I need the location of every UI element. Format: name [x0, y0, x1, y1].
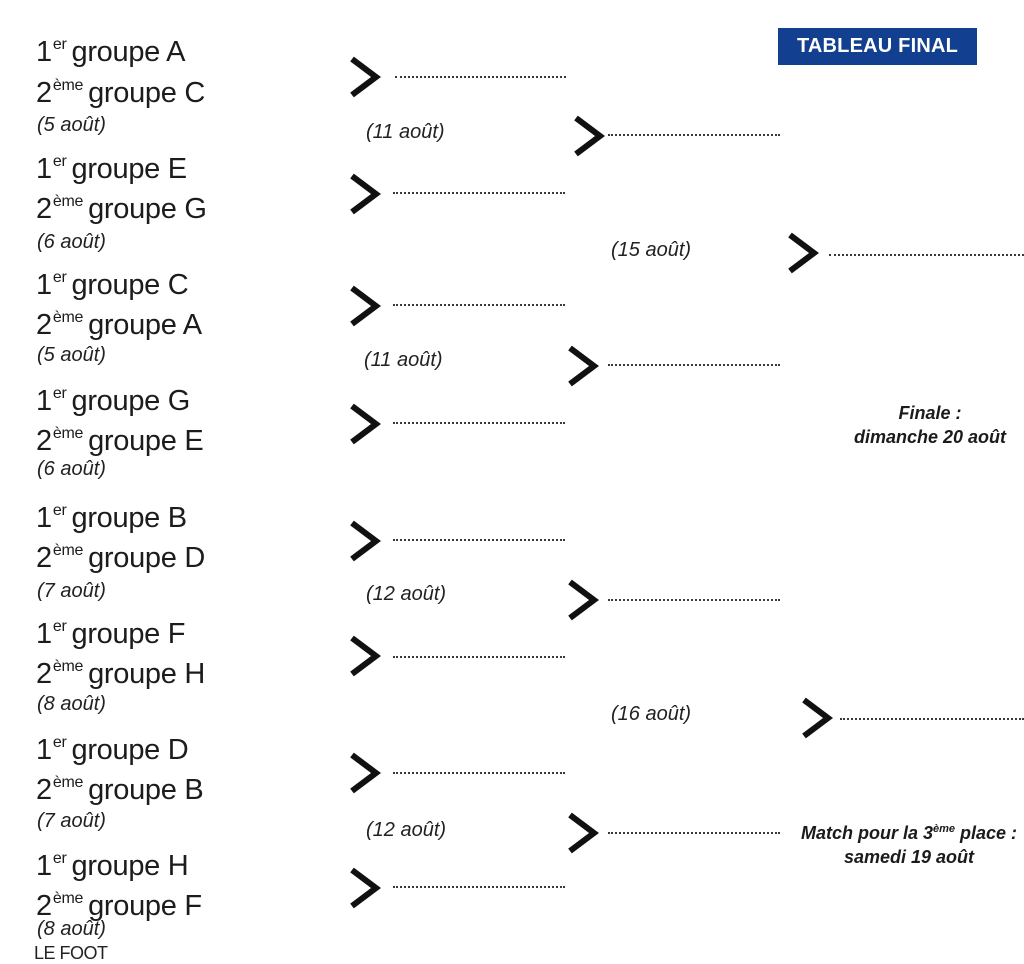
- chevron-right-icon: [350, 56, 381, 98]
- footer-label: LE FOOT: [34, 943, 108, 963]
- r16-winner-line-1: [395, 76, 566, 78]
- match-3-date: (5 août): [37, 344, 106, 366]
- chevron-right-icon: [802, 697, 833, 739]
- match-6-date: (8 août): [37, 693, 106, 715]
- qf-winner-line-4: [608, 832, 780, 834]
- r16-winner-line-5: [393, 539, 565, 541]
- sf-2-date: (16 août): [611, 703, 692, 725]
- match-2-date: (6 août): [37, 231, 106, 253]
- r16-winner-line-7: [393, 772, 565, 774]
- qf-winner-line-2: [608, 364, 780, 366]
- chevron-right-icon: [568, 579, 599, 621]
- sf-1-date: (15 août): [611, 239, 692, 261]
- qf-winner-line-1: [608, 134, 780, 136]
- match-4-date: (6 août): [37, 458, 106, 480]
- chevron-right-icon: [350, 173, 381, 215]
- chevron-right-icon: [574, 115, 605, 157]
- chevron-right-icon: [350, 635, 381, 677]
- qf-2-date: (11 août): [364, 349, 443, 371]
- chevron-right-icon: [568, 345, 599, 387]
- sf-winner-line-2: [840, 718, 1024, 720]
- final-note-title: Finale :: [898, 403, 962, 423]
- chevron-right-icon: [350, 752, 381, 794]
- chevron-right-icon: [350, 520, 381, 562]
- r16-winner-line-6: [393, 656, 565, 658]
- r16-winner-line-2: [393, 192, 565, 194]
- third-place-note: Match pour la 3ème place : samedi 19 aoû…: [790, 821, 1024, 870]
- qf-4-date: (12 août): [366, 819, 447, 841]
- match-7-date: (7 août): [37, 810, 106, 832]
- chevron-right-icon: [350, 867, 381, 909]
- chevron-right-icon: [350, 285, 381, 327]
- r16-winner-line-4: [393, 422, 565, 424]
- chevron-right-icon: [568, 812, 599, 854]
- match-5-date: (7 août): [37, 580, 106, 602]
- final-note-date: dimanche 20 août: [853, 427, 1007, 448]
- r16-winner-line-8: [393, 886, 565, 888]
- qf-1-date: (11 août): [366, 121, 445, 143]
- match-8-date: (8 août): [37, 918, 106, 940]
- match-1-date: (5 août): [37, 114, 106, 136]
- tableau-final-badge: TABLEAU FINAL: [778, 28, 977, 65]
- third-place-note-date: samedi 19 août: [843, 847, 975, 868]
- sf-winner-line-1: [829, 254, 1024, 256]
- chevron-right-icon: [788, 232, 819, 274]
- final-note: Finale : dimanche 20 août: [835, 401, 1024, 450]
- qf-winner-line-3: [608, 599, 780, 601]
- third-place-note-title: Match pour la 3ème place :: [800, 823, 1018, 843]
- qf-3-date: (12 août): [366, 583, 447, 605]
- r16-winner-line-3: [393, 304, 565, 306]
- chevron-right-icon: [350, 403, 381, 445]
